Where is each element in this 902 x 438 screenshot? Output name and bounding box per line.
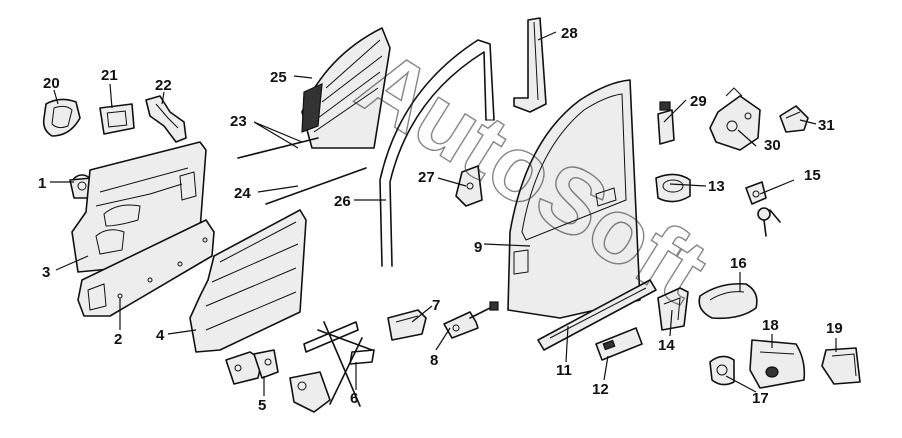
part-switch[interactable] <box>387 309 427 341</box>
callout-1: 1 <box>38 175 46 192</box>
callout-14: 14 <box>658 337 675 354</box>
callout-4: 4 <box>156 327 165 344</box>
callout-26: 26 <box>334 193 351 210</box>
part-latch-cover[interactable] <box>657 287 689 331</box>
callout-15: 15 <box>804 167 821 184</box>
part-inner-handle[interactable] <box>145 95 187 143</box>
part-door-hinge[interactable] <box>225 349 279 385</box>
callout-16: 16 <box>730 255 747 272</box>
callout-25: 25 <box>270 69 287 86</box>
callout-12: 12 <box>592 381 609 398</box>
callout-31: 31 <box>818 117 835 134</box>
part-corner-bracket[interactable] <box>455 165 483 207</box>
part-outer-handle[interactable] <box>595 327 643 361</box>
part-striker[interactable] <box>779 105 809 133</box>
part-rear-run-channel[interactable] <box>513 17 547 113</box>
callout-24: 24 <box>234 185 251 202</box>
part-window-frame-channel[interactable] <box>379 39 495 267</box>
callout-2: 2 <box>114 331 122 348</box>
part-door-shell[interactable] <box>507 79 641 319</box>
callout-29: 29 <box>690 93 707 110</box>
part-handle-bezel[interactable] <box>99 103 135 135</box>
callout-9: 9 <box>474 239 482 256</box>
part-lower-trim[interactable] <box>77 219 215 317</box>
parts-layer <box>42 17 861 413</box>
part-mirror-cover[interactable] <box>821 347 861 385</box>
callout-28: 28 <box>561 25 578 42</box>
part-window-regulator[interactable] <box>289 321 375 413</box>
callout-7: 7 <box>432 297 440 314</box>
part-glass-run-strips[interactable] <box>237 137 367 205</box>
part-lock-cap[interactable] <box>655 173 691 203</box>
callout-5: 5 <box>258 397 266 414</box>
callout-18: 18 <box>762 317 779 334</box>
part-lock-and-keys[interactable] <box>745 181 781 237</box>
part-door-check[interactable] <box>443 301 499 339</box>
callout-21: 21 <box>101 67 118 84</box>
part-door-latch[interactable] <box>709 87 761 151</box>
part-mirror-motor[interactable] <box>709 355 735 386</box>
part-armrest-bracket[interactable] <box>42 98 81 137</box>
part-water-shield[interactable] <box>189 209 307 353</box>
part-outside-mirror[interactable] <box>749 339 806 389</box>
part-lock-actuator[interactable] <box>657 101 675 145</box>
callout-23: 23 <box>230 113 247 130</box>
callout-27: 27 <box>418 169 435 186</box>
part-mirror-glass[interactable] <box>698 282 758 320</box>
callout-3: 3 <box>42 264 50 281</box>
callout-20: 20 <box>43 75 60 92</box>
callout-17: 17 <box>752 390 769 407</box>
callout-19: 19 <box>826 320 843 337</box>
callout-11: 11 <box>556 362 572 379</box>
callout-6: 6 <box>350 390 358 407</box>
callout-30: 30 <box>764 137 781 154</box>
callout-8: 8 <box>430 352 438 369</box>
leader-lines <box>50 31 837 396</box>
callout-labels: 1 2 3 4 5 6 7 8 9 11 12 13 14 15 16 17 1… <box>38 25 843 414</box>
part-door-glass[interactable] <box>301 27 391 149</box>
callout-22: 22 <box>155 77 172 94</box>
callout-13: 13 <box>708 178 725 195</box>
